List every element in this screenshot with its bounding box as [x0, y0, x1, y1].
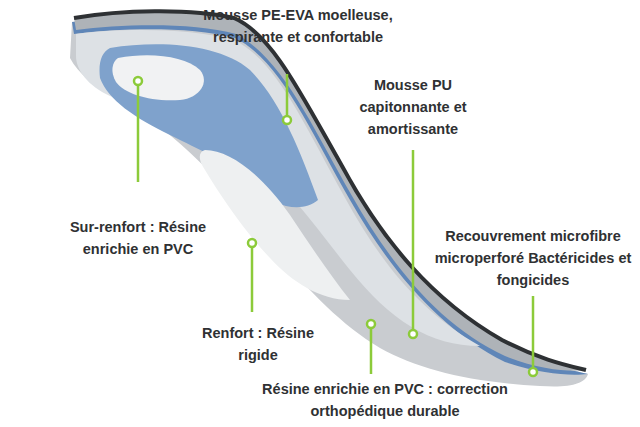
leader-line: [137, 85, 140, 182]
leader-dot: [409, 330, 417, 338]
leader-line: [532, 296, 535, 368]
top-edge: [74, 11, 586, 370]
top-surface: [74, 11, 586, 370]
leader-line: [370, 328, 373, 374]
leader-dot: [248, 239, 256, 247]
callout-label: Recouvrement microfibre microperforé Bac…: [430, 225, 636, 291]
callout-label: Mousse PU capitonnante et amortissante: [343, 74, 483, 140]
leader-line: [412, 150, 415, 330]
leader-dot: [134, 77, 142, 85]
insole-base: [70, 17, 588, 387]
callout-label: Renfort : Résine rigide: [198, 322, 318, 366]
leader-line: [286, 74, 289, 116]
callout-label: Sur-renfort : Résine enrichie en PVC: [51, 216, 226, 260]
callout-label: Résine enrichie en PVC : correction orth…: [254, 378, 516, 422]
heel-foam: [99, 44, 318, 207]
reinforcement: [200, 150, 350, 300]
callout-label: Mousse PE-EVA moelleuse, respirante et c…: [203, 4, 393, 48]
pu-layer: [72, 17, 588, 375]
leader-dot: [283, 116, 291, 124]
leader-dot: [367, 320, 375, 328]
over-reinforcement: [112, 55, 204, 100]
leader-line: [251, 247, 254, 312]
leader-dot: [529, 368, 537, 376]
